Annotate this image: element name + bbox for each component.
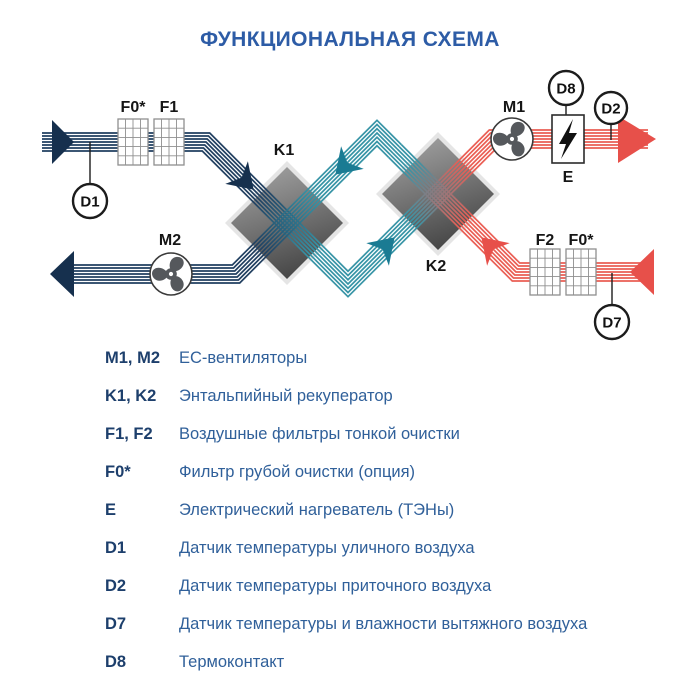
exhaust-mid-flow-arrow-icon [335,146,364,175]
sensor-d2: D2 [593,90,629,126]
legend-desc: Датчик температуры и влажности вытяжного… [179,614,588,633]
legend-key: F0* [105,462,131,481]
legend-desc: Датчик температуры приточного воздуха [179,576,492,595]
legend-row: D1 Датчик температуры уличного воздуха [0,529,700,567]
f0-exhaust-label: F0* [569,232,595,249]
d7-label: D7 [602,315,621,332]
legend-row: M1, M2 ЕС-вентиляторы [0,339,700,377]
legend-key: D8 [105,652,127,671]
k1-label: K1 [274,142,295,159]
legend-row: D8 Термоконтакт [0,643,700,681]
exhaust-flow-arrow-icon [481,237,510,266]
d1-label: D1 [80,194,99,211]
m1-label: M1 [503,99,525,116]
legend-key: D1 [105,538,127,557]
sensor-d1: D1 [71,182,109,220]
legend-row: F1, F2 Воздушные фильтры тонкой очистки [0,415,700,453]
k2-label: K2 [426,258,447,275]
legend-desc: Электрический нагреватель (ТЭНы) [179,500,455,519]
d2-label: D2 [601,101,620,118]
f1-label: F1 [160,99,179,116]
legend-key: E [105,500,117,519]
legend-desc: ЕС-вентиляторы [179,348,308,367]
page-title: ФУНКЦИОНАЛЬНАЯ СХЕМА [200,28,500,51]
legend-row: D7 Датчик температуры и влажности вытяжно… [0,605,700,643]
component-symbols [117,117,597,296]
filter-f0-supply-symbol [117,118,149,166]
legend-key: K1, K2 [105,386,157,405]
legend-row: E Электрический нагреватель (ТЭНы) [0,491,700,529]
supply-mid-flow-arrow-icon [366,237,395,266]
legend-key: F1, F2 [105,424,153,443]
supply-flow-arrow-icon [225,161,254,190]
filter-f2-symbol [529,248,561,296]
supply-air-outlet-arrow-icon [618,116,656,163]
d8-label: D8 [556,81,575,98]
legend-row: D2 Датчик температуры приточного воздуха [0,567,700,605]
legend-desc: Фильтр грубой очистки (опция) [179,462,416,481]
sensor-d8: D8 [547,69,585,107]
schematic-diagram: K1 K2 M1 M2 E F0* F1 F2 F0* D1 D8 D2 D7 [42,69,656,341]
legend-desc: Энтальпийный рекуператор [179,386,393,405]
f0-supply-label: F0* [121,99,147,116]
exhaust-ribbon-intake [388,144,650,282]
legend-row: K1, K2 Энтальпийный рекуператор [0,377,700,415]
m2-label: M2 [159,232,181,249]
exhaust-air-outlet-arrow-icon [50,251,74,297]
outdoor-air-inlet-arrow-icon [52,120,74,164]
f2-label: F2 [536,232,555,249]
fan-m2-symbol [149,252,193,296]
legend-desc: Датчик температуры уличного воздуха [179,538,475,557]
extract-air-inlet-arrow-icon [630,249,654,295]
legend-desc: Воздушные фильтры тонкой очистки [179,424,460,443]
legend-key: M1, M2 [105,348,161,367]
heater-label: E [563,169,574,186]
legend-desc: Термоконтакт [179,652,285,671]
legend-key: D7 [105,614,127,633]
filter-f1-symbol [153,118,185,166]
legend-row: F0* Фильтр грубой очистки (опция) [0,453,700,491]
legend-key: D2 [105,576,127,595]
fan-m1-symbol [490,117,534,161]
sensor-d7: D7 [593,303,631,341]
lightning-icon [559,119,577,159]
filter-f0-exhaust-symbol [565,248,597,296]
